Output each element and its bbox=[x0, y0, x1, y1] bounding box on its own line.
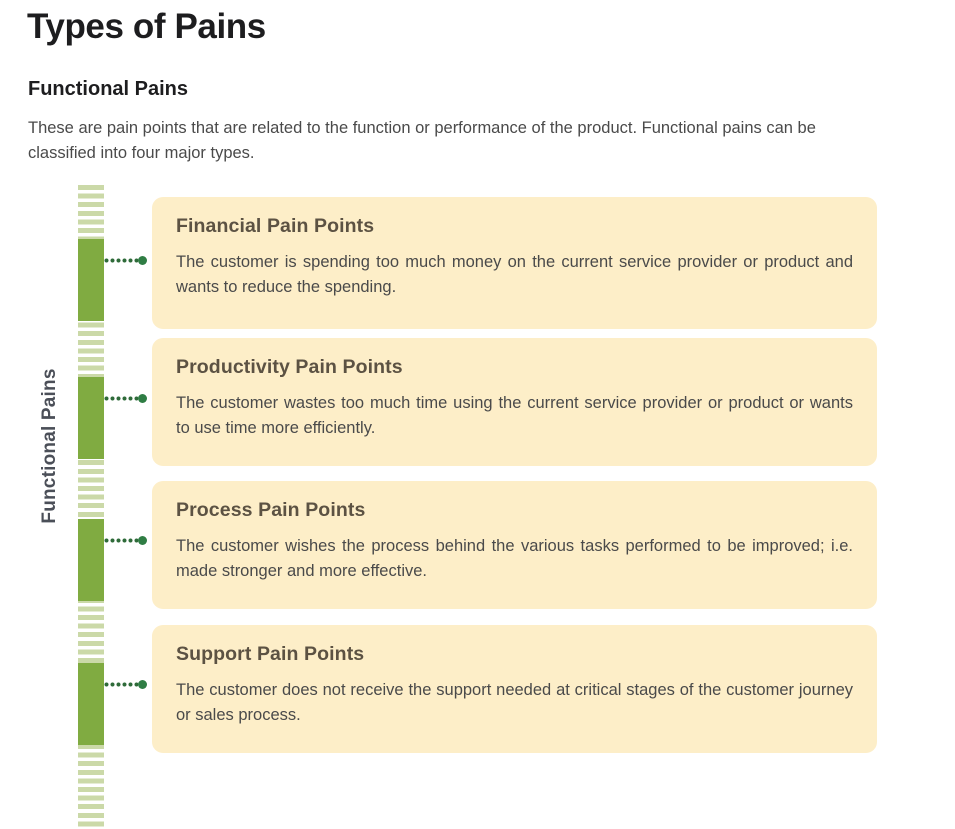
pain-card-title: Process Pain Points bbox=[176, 499, 366, 521]
connector-dot-1 bbox=[138, 256, 147, 265]
pain-card-body: The customer is spending too much money … bbox=[176, 253, 853, 297]
connector-line-2 bbox=[104, 396, 138, 401]
rail-block-4 bbox=[78, 663, 104, 745]
pain-card-title: Productivity Pain Points bbox=[176, 356, 403, 378]
rail-block-2 bbox=[78, 377, 104, 459]
section-title: Functional Pains bbox=[28, 78, 189, 100]
pain-card-body: The customer wishes the process behind t… bbox=[176, 537, 853, 581]
pain-card-body: The customer does not receive the suppor… bbox=[176, 681, 853, 725]
connector-dot-3 bbox=[138, 536, 147, 545]
connector-dot-4 bbox=[138, 680, 147, 689]
section-description: These are pain points that are related t… bbox=[28, 119, 816, 163]
connector-dot-2 bbox=[138, 394, 147, 403]
pain-card-process[interactable]: Process Pain Points The customer wishes … bbox=[152, 481, 877, 609]
connector-line-4 bbox=[104, 682, 138, 687]
page-title: Types of Pains bbox=[27, 7, 266, 46]
pain-card-title: Support Pain Points bbox=[176, 643, 365, 665]
connector-line-3 bbox=[104, 538, 138, 543]
pain-card-support[interactable]: Support Pain Points The customer does no… bbox=[152, 625, 877, 753]
pain-card-title: Financial Pain Points bbox=[176, 215, 375, 237]
functional-pains-diagram: Functional Pains Financial Pain Points T… bbox=[0, 185, 955, 829]
pain-card-body: The customer wastes too much time using … bbox=[176, 394, 853, 438]
rail-block-3 bbox=[78, 519, 104, 601]
axis-label-functional-pains: Functional Pains bbox=[39, 368, 60, 524]
pain-card-productivity[interactable]: Productivity Pain Points The customer wa… bbox=[152, 338, 877, 466]
connector-line-1 bbox=[104, 258, 138, 263]
rail-block-1 bbox=[78, 239, 104, 321]
pain-card-financial[interactable]: Financial Pain Points The customer is sp… bbox=[152, 197, 877, 329]
